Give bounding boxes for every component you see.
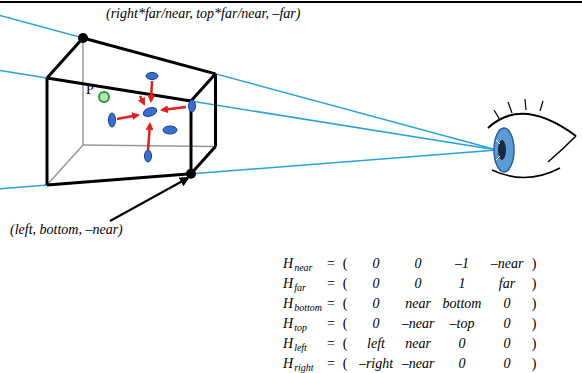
parenthesis: ( xyxy=(343,356,348,372)
plane-symbol: H xyxy=(283,336,293,352)
coefficient: 0 xyxy=(415,256,422,272)
coefficient: 0 xyxy=(504,316,511,332)
frustum-edge xyxy=(214,74,217,147)
plane-symbol: H xyxy=(283,256,293,272)
coefficient: –near xyxy=(491,256,524,272)
corner-coordinate: (left, bottom, –near) xyxy=(10,222,123,238)
coefficient: 1 xyxy=(459,276,466,292)
coefficient: 0 xyxy=(504,296,511,312)
frustum-edge xyxy=(191,74,215,101)
parenthesis: ( xyxy=(343,256,348,272)
plane-subscript: left xyxy=(294,342,307,354)
point-p xyxy=(99,92,109,102)
equals-sign: = xyxy=(327,356,335,372)
frustum-edge xyxy=(82,38,84,145)
parenthesis: ) xyxy=(532,316,537,332)
frustum-edge xyxy=(47,38,83,78)
parenthesis: ) xyxy=(532,296,537,312)
equals-sign: = xyxy=(327,296,335,312)
plane-symbol: H xyxy=(283,296,293,312)
coefficient: near xyxy=(405,296,431,312)
leader-arrow xyxy=(110,178,188,221)
plane-subscript: top xyxy=(294,322,307,334)
coefficient: 0 xyxy=(373,256,380,272)
equals-sign: = xyxy=(327,276,335,292)
frustum-edge xyxy=(0,16,497,150)
frustum-edge xyxy=(47,78,191,101)
frustum-edge xyxy=(47,145,83,185)
coefficient: –right xyxy=(359,356,393,372)
coefficient: –1 xyxy=(455,256,469,272)
parenthesis: ( xyxy=(343,296,348,312)
plane-symbol: H xyxy=(283,316,293,332)
plane-subscript: near xyxy=(294,262,312,274)
coefficient: 0 xyxy=(459,336,466,352)
coefficient: left xyxy=(367,336,385,352)
plane-subscript: far xyxy=(294,282,306,294)
coefficient: 0 xyxy=(504,356,511,372)
coefficient: 0 xyxy=(504,336,511,352)
plane-subscript: right xyxy=(294,362,313,373)
equals-sign: = xyxy=(327,336,335,352)
clipping-arrows xyxy=(109,73,196,163)
frustum-lines xyxy=(0,16,497,189)
coefficient: 0 xyxy=(415,276,422,292)
plane-symbol: H xyxy=(283,276,293,292)
coefficient: 0 xyxy=(373,316,380,332)
frustum-edge xyxy=(46,78,49,185)
coefficient: 0 xyxy=(459,356,466,372)
equals-sign: = xyxy=(327,256,335,272)
eye xyxy=(488,99,576,178)
frustum-edge xyxy=(47,174,191,185)
frustum-edge xyxy=(191,147,215,174)
coefficient: 0 xyxy=(373,276,380,292)
coefficient: far xyxy=(499,276,515,292)
frustum-edge xyxy=(0,150,497,189)
parenthesis: ) xyxy=(532,336,537,352)
coefficient: 0 xyxy=(373,296,380,312)
equals-sign: = xyxy=(327,316,335,332)
coefficient: –top xyxy=(450,316,475,332)
parenthesis: ( xyxy=(343,336,348,352)
frustum-edge xyxy=(83,38,215,74)
coefficient: –near xyxy=(402,316,435,332)
coefficient: –near xyxy=(402,356,435,372)
parenthesis: ) xyxy=(532,276,537,292)
plane-subscript: bottom xyxy=(294,302,322,314)
corner-coordinate: (right*far/near, top*far/near, –far) xyxy=(106,6,300,22)
top-rule xyxy=(0,1,582,3)
parenthesis: ) xyxy=(532,256,537,272)
corner-dot xyxy=(78,33,88,43)
parenthesis: ( xyxy=(343,316,348,332)
parenthesis: ) xyxy=(532,356,537,372)
coefficient: bottom xyxy=(443,296,482,312)
parenthesis: ( xyxy=(343,276,348,292)
plane-symbol: H xyxy=(283,356,293,372)
point-label: P xyxy=(86,82,94,98)
coefficient: near xyxy=(405,336,431,352)
